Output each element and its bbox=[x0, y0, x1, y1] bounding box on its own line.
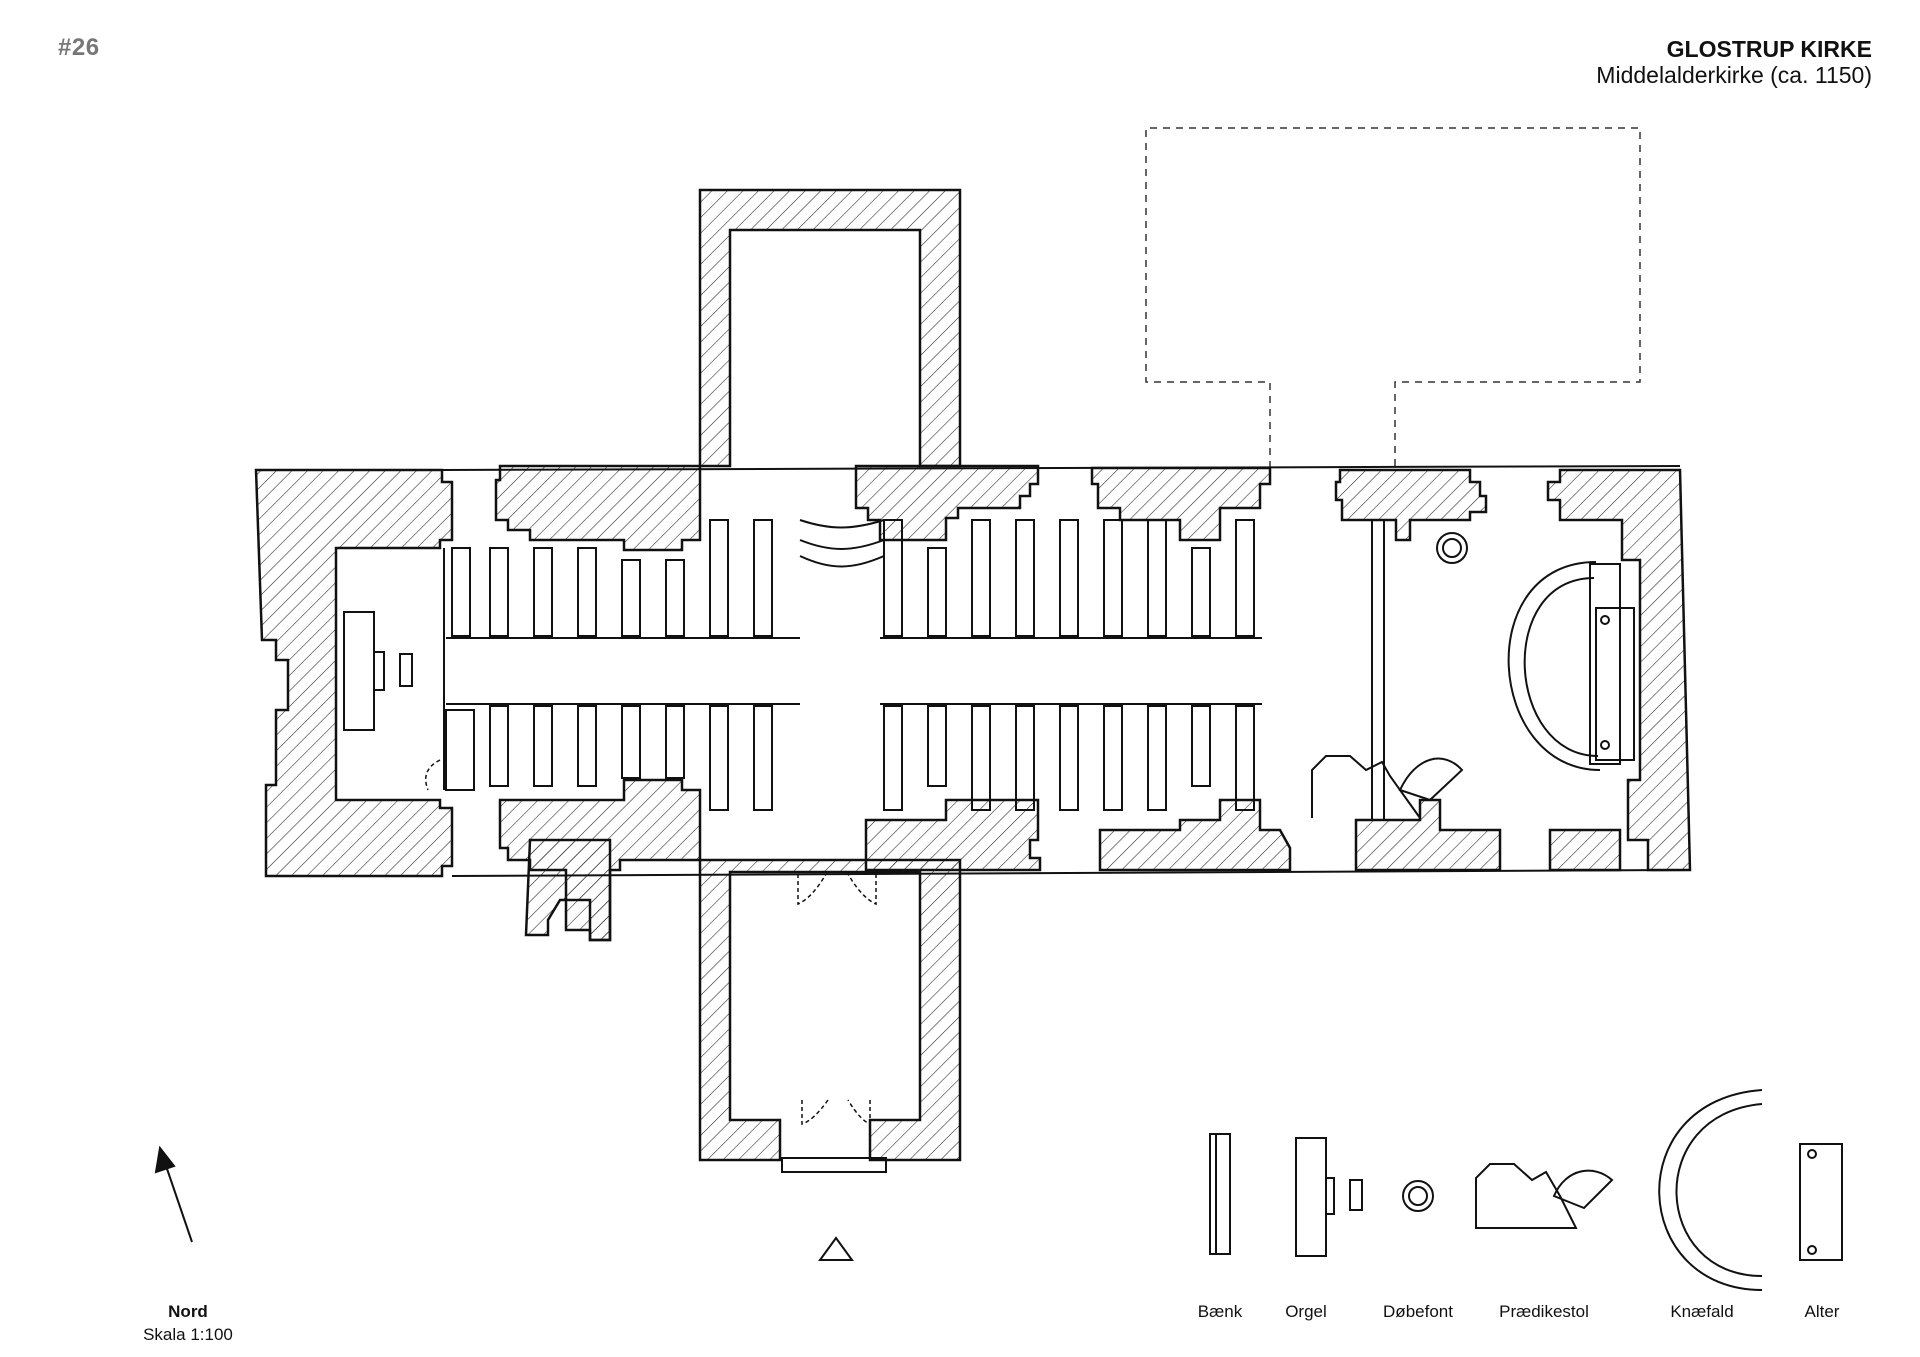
church-title: GLOSTRUP KIRKE bbox=[1666, 36, 1872, 62]
legend-altar-icon bbox=[1799, 1143, 1843, 1261]
pews-north-west bbox=[451, 519, 773, 637]
sheet-number: #26 bbox=[58, 34, 100, 61]
altar-area bbox=[1507, 561, 1635, 771]
west-wall bbox=[254, 468, 454, 878]
church-subtitle: Middelalderkirke (ca. 1150) bbox=[1596, 62, 1872, 88]
legend-label-font: Døbefont bbox=[1383, 1302, 1453, 1321]
south-wall-4 bbox=[1354, 798, 1502, 872]
legend-organ-icon bbox=[1295, 1137, 1363, 1257]
pulpit bbox=[1311, 755, 1464, 819]
doors bbox=[425, 759, 877, 1126]
north-steps bbox=[799, 519, 885, 568]
organ bbox=[343, 548, 475, 791]
baptismal-font bbox=[1436, 532, 1468, 564]
north-wall-3 bbox=[1090, 466, 1272, 542]
pews-north-east bbox=[883, 519, 1255, 637]
walls bbox=[254, 188, 1692, 1162]
dashed-outline bbox=[1145, 127, 1641, 468]
south-porch-wall bbox=[698, 858, 962, 1162]
north-porch-wall bbox=[698, 188, 962, 468]
north-arrow-icon bbox=[154, 1145, 193, 1243]
legend-kneeler-icon bbox=[1658, 1089, 1763, 1291]
scale-label: Skala 1:100 bbox=[143, 1325, 233, 1344]
pews-south-east bbox=[883, 705, 1255, 811]
pews bbox=[446, 519, 1262, 811]
north-label: Nord bbox=[168, 1302, 208, 1321]
stair-tower-wall bbox=[524, 838, 612, 942]
legend-label-pulpit: Prædikestol bbox=[1499, 1302, 1589, 1321]
legend-pew-icon bbox=[1209, 1133, 1231, 1255]
entrance-step bbox=[781, 1157, 887, 1173]
north-wall-1 bbox=[494, 464, 702, 552]
legend-font-icon bbox=[1402, 1180, 1434, 1212]
south-wall-2 bbox=[864, 798, 1042, 872]
legend-symbols bbox=[1209, 1089, 1843, 1291]
pews-south-west bbox=[489, 705, 773, 811]
south-wall-3 bbox=[1098, 798, 1292, 872]
north-wall-4 bbox=[1334, 468, 1488, 542]
legend-label-organ: Orgel bbox=[1285, 1302, 1327, 1321]
legend-pulpit-icon bbox=[1475, 1163, 1614, 1229]
legend-label-pew: Bænk bbox=[1197, 1302, 1243, 1321]
south-wall-5 bbox=[1548, 828, 1622, 872]
legend-label-kneeler: Knæfald bbox=[1670, 1302, 1734, 1321]
entrance-marker-icon bbox=[818, 1236, 854, 1261]
legend-label-altar: Alter bbox=[1804, 1302, 1840, 1321]
interior-outline bbox=[441, 465, 1691, 877]
